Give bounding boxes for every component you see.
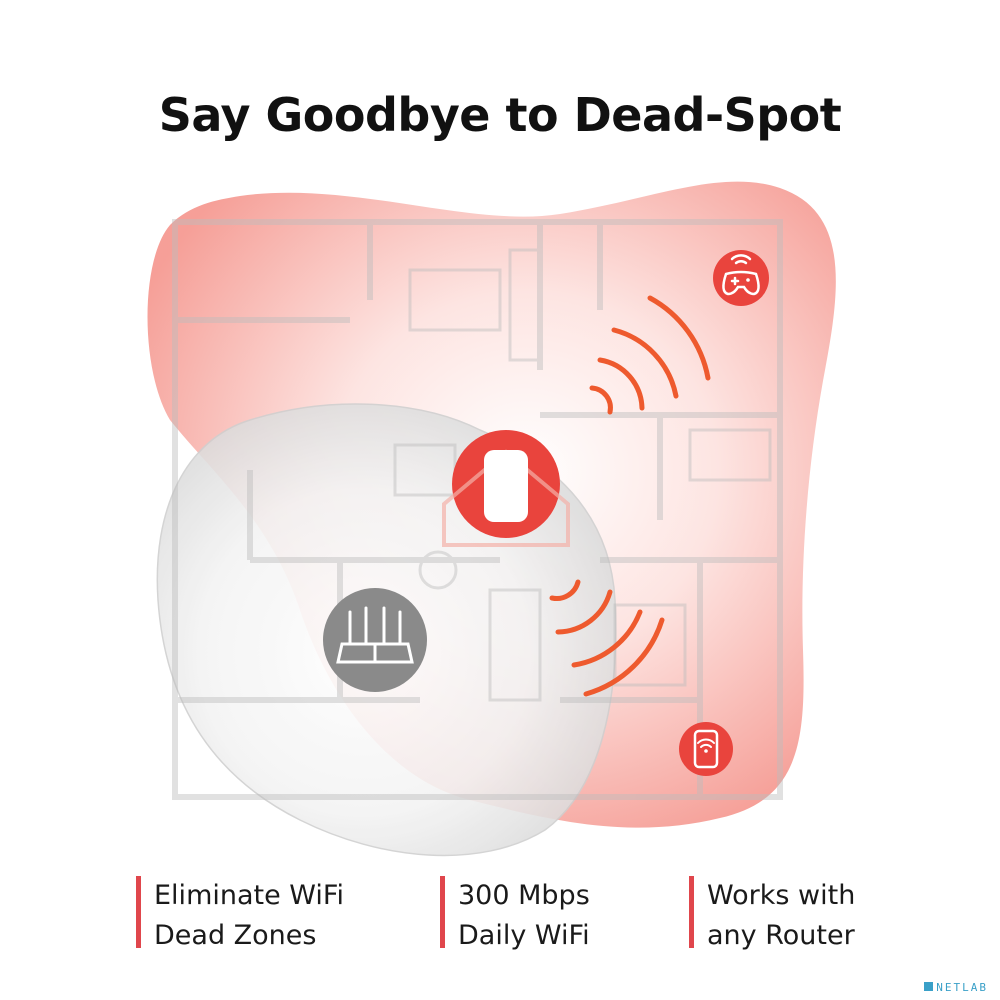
feature-works-with-any-router: Works with any Router <box>689 876 856 951</box>
wifi-gamepad-icon <box>713 250 769 306</box>
feature-eliminate-dead-zones: Eliminate WiFi Dead Zones <box>136 876 344 951</box>
page-title: Say Goodbye to Dead-Spot <box>158 88 842 142</box>
feature-line: Dead Zones <box>154 920 317 951</box>
watermark-text: NETLAB <box>936 981 988 994</box>
feature-line: any Router <box>707 920 855 951</box>
feature-300-mbps: 300 Mbps Daily WiFi <box>440 876 590 951</box>
router-icon <box>323 588 427 692</box>
watermark-logo: NETLAB <box>924 981 988 994</box>
feature-line: Daily WiFi <box>458 920 590 951</box>
signal-waves-lower <box>549 579 665 697</box>
signal-waves-upper <box>589 295 711 415</box>
logo-square-icon <box>924 982 934 991</box>
wifi-phone-icon <box>679 722 733 776</box>
range-extender-icon <box>442 430 570 547</box>
feature-line: Works with <box>707 880 856 911</box>
feature-line: Eliminate WiFi <box>154 880 344 911</box>
feature-line: 300 Mbps <box>458 880 590 911</box>
